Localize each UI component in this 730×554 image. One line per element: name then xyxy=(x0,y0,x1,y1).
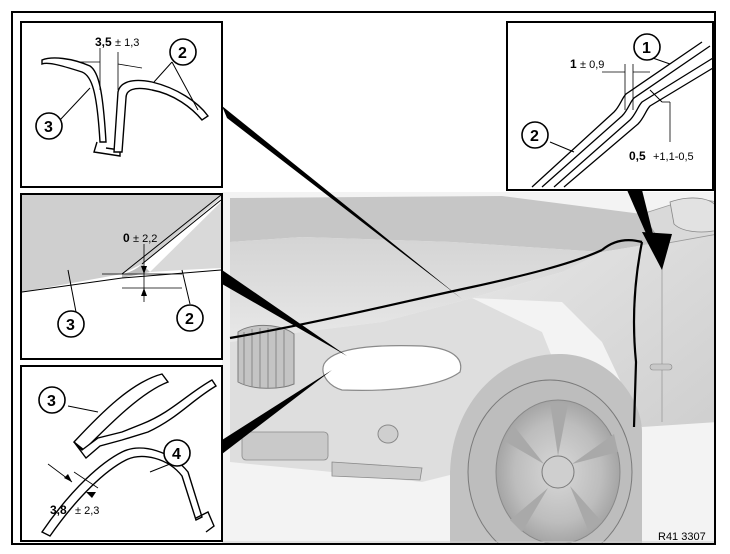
pointer-wedges xyxy=(222,106,672,454)
detail-panel-bottom-left: 3,8 ± 2,3 3 4 xyxy=(20,365,223,542)
tl-dimension-tolerance: ± 1,3 xyxy=(115,37,139,49)
tr-dimension-b-value: 0,5 xyxy=(629,149,646,163)
car-illustration xyxy=(222,192,714,543)
headlight xyxy=(322,345,462,391)
detail-panel-top-right: 1 ± 0,9 0,5 +1,1-0,5 1 2 xyxy=(506,21,714,191)
detail-panel-middle-left: 0 ± 2,2 3 2 xyxy=(20,193,223,360)
bl-callout-3: 3 xyxy=(47,393,56,410)
bl-dimension-value: 3,8 xyxy=(50,503,67,517)
ml-dimension-value: 0 xyxy=(123,231,130,245)
front-wheel xyxy=(467,379,633,543)
tr-dimension-b-tolerance: +1,1-0,5 xyxy=(653,151,694,163)
diagram-frame: 3,5 ± 1,3 2 3 1 ± 0,9 0,5 +1,1-0,5 1 xyxy=(11,11,716,545)
tl-callout-2: 2 xyxy=(178,45,187,62)
tl-dimension-value: 3,5 xyxy=(95,35,112,49)
kidney-grille xyxy=(237,325,295,389)
tr-dimension-a-tolerance: ± 0,9 xyxy=(580,59,604,71)
detail-panel-top-left: 3,5 ± 1,3 2 3 xyxy=(20,21,223,188)
tr-callout-2: 2 xyxy=(530,128,539,145)
ml-dimension-tolerance: ± 2,2 xyxy=(133,233,157,245)
tr-callout-1: 1 xyxy=(642,40,651,57)
ml-callout-3: 3 xyxy=(66,317,75,334)
bl-dimension-tolerance: ± 2,3 xyxy=(75,505,99,517)
tl-callout-3: 3 xyxy=(44,119,53,136)
ml-callout-2: 2 xyxy=(185,311,194,328)
diagram-canvas: 3,5 ± 1,3 2 3 1 ± 0,9 0,5 +1,1-0,5 1 xyxy=(20,21,714,543)
bl-callout-4: 4 xyxy=(172,446,181,463)
figure-reference: R41 3307 xyxy=(658,531,706,543)
tr-dimension-a-value: 1 xyxy=(570,57,577,71)
